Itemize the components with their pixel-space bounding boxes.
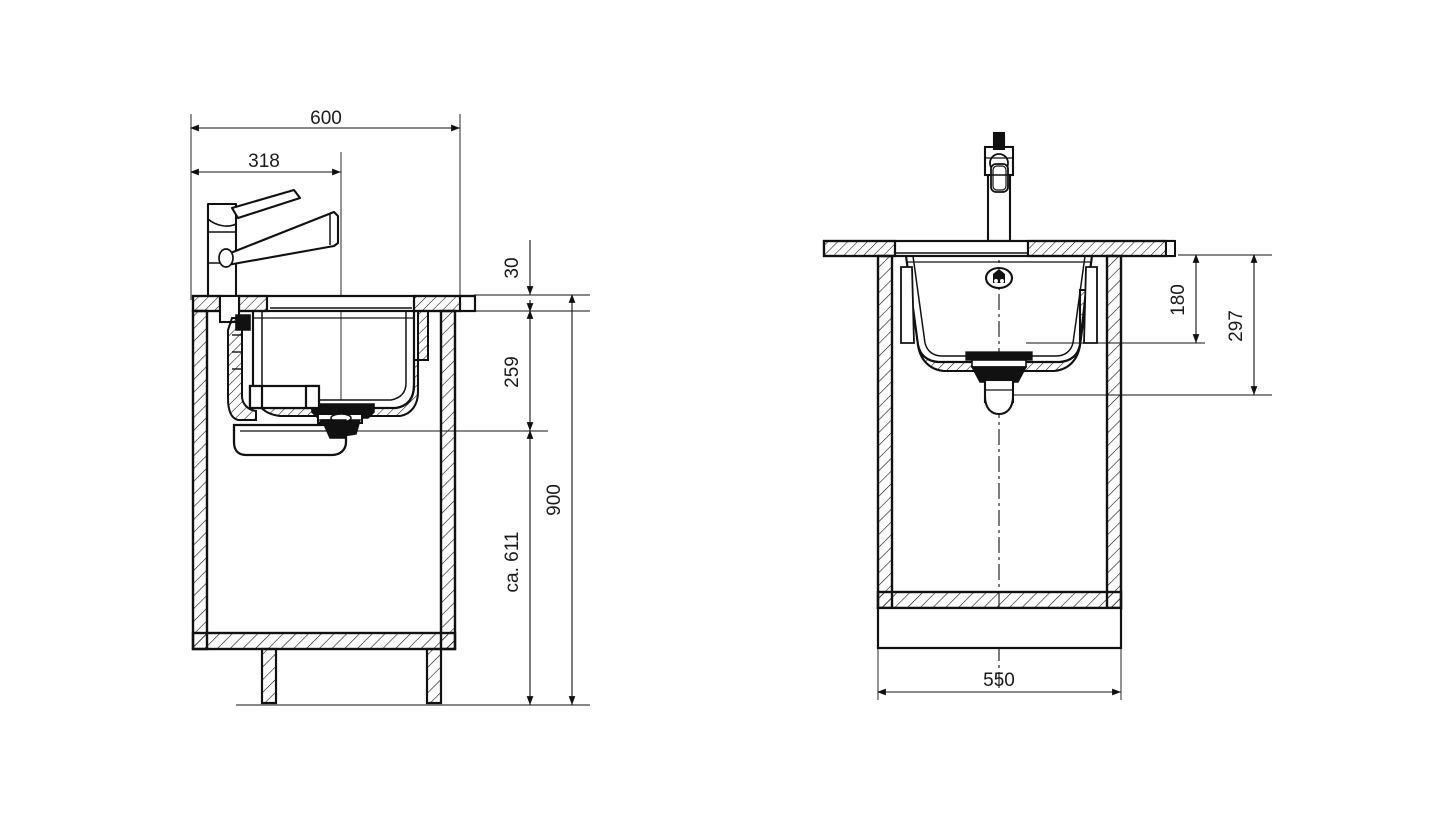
drain-front bbox=[965, 351, 1033, 416]
dim-label-600: 600 bbox=[310, 108, 342, 129]
faucet-front bbox=[983, 131, 1015, 243]
dim-label-30: 30 bbox=[502, 257, 523, 278]
cabinet-body-front bbox=[876, 254, 1123, 650]
cabinet-plinth-front bbox=[876, 606, 1123, 650]
side-view-dimensions bbox=[190, 124, 576, 705]
dim-label-550: 550 bbox=[983, 670, 1015, 691]
side-view-group bbox=[190, 114, 590, 706]
dim-label-611: ca. 611 bbox=[502, 532, 523, 593]
cabinet-leg-back bbox=[425, 647, 443, 705]
front-view-group bbox=[822, 131, 1272, 700]
dim-label-900: 900 bbox=[544, 484, 565, 516]
cabinet-leg-front bbox=[260, 647, 278, 705]
sink-basin-front bbox=[900, 255, 1098, 373]
dim-label-297: 297 bbox=[1226, 310, 1247, 342]
drain-trap-side bbox=[232, 384, 375, 457]
dim-label-180: 180 bbox=[1168, 284, 1189, 316]
overflow-hole-front bbox=[984, 266, 1014, 290]
dim-label-259: 259 bbox=[502, 356, 523, 388]
dim-label-318: 318 bbox=[248, 151, 280, 172]
countertop-front bbox=[822, 239, 1176, 258]
front-view-dimensions bbox=[877, 254, 1258, 696]
cabinet-body-side bbox=[191, 309, 457, 705]
